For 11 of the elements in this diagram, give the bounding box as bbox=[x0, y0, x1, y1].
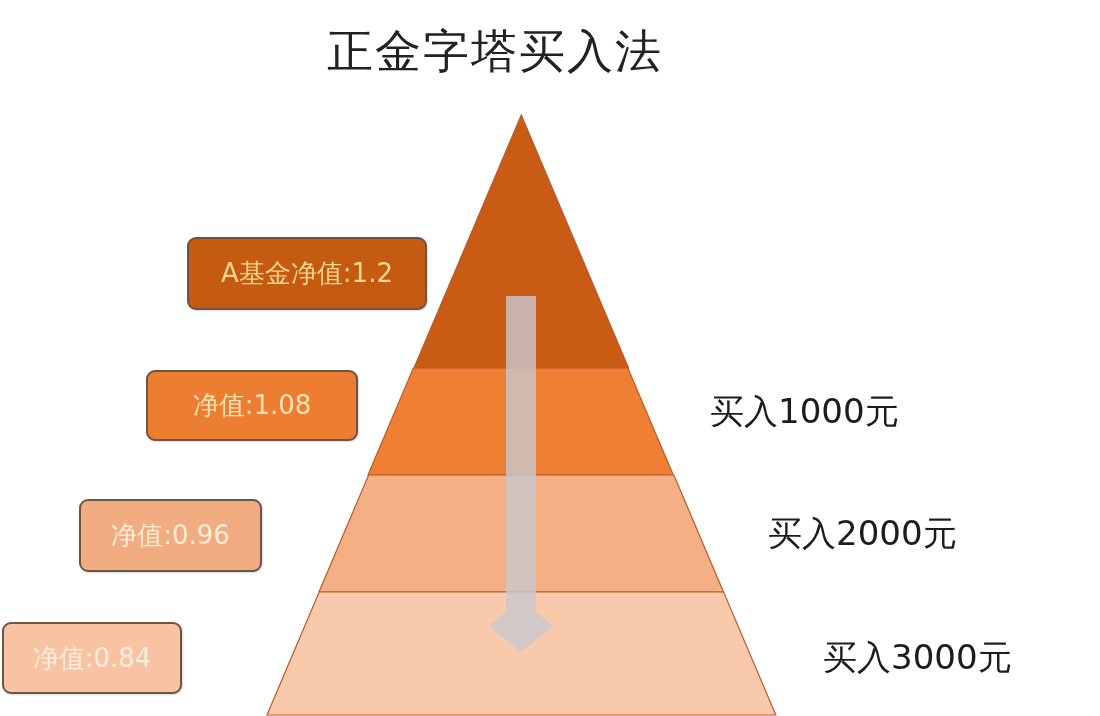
diagram-title: 正金字塔买入法 bbox=[327, 28, 663, 74]
net-value-label: 净值:1.08 bbox=[146, 370, 358, 441]
purchase-amount-label: 买入3000元 bbox=[823, 640, 1012, 674]
net-value-label: 净值:0.96 bbox=[79, 499, 262, 572]
net-value-label: 净值:0.84 bbox=[2, 622, 182, 694]
pyramid-tier bbox=[318, 475, 724, 592]
net-value-label: A基金净值:1.2 bbox=[187, 237, 427, 310]
purchase-amount-label: 买入2000元 bbox=[768, 516, 957, 550]
purchase-amount-label: 买入1000元 bbox=[710, 394, 899, 428]
pyramid-tier bbox=[266, 592, 776, 715]
pyramid-tier bbox=[413, 115, 629, 368]
